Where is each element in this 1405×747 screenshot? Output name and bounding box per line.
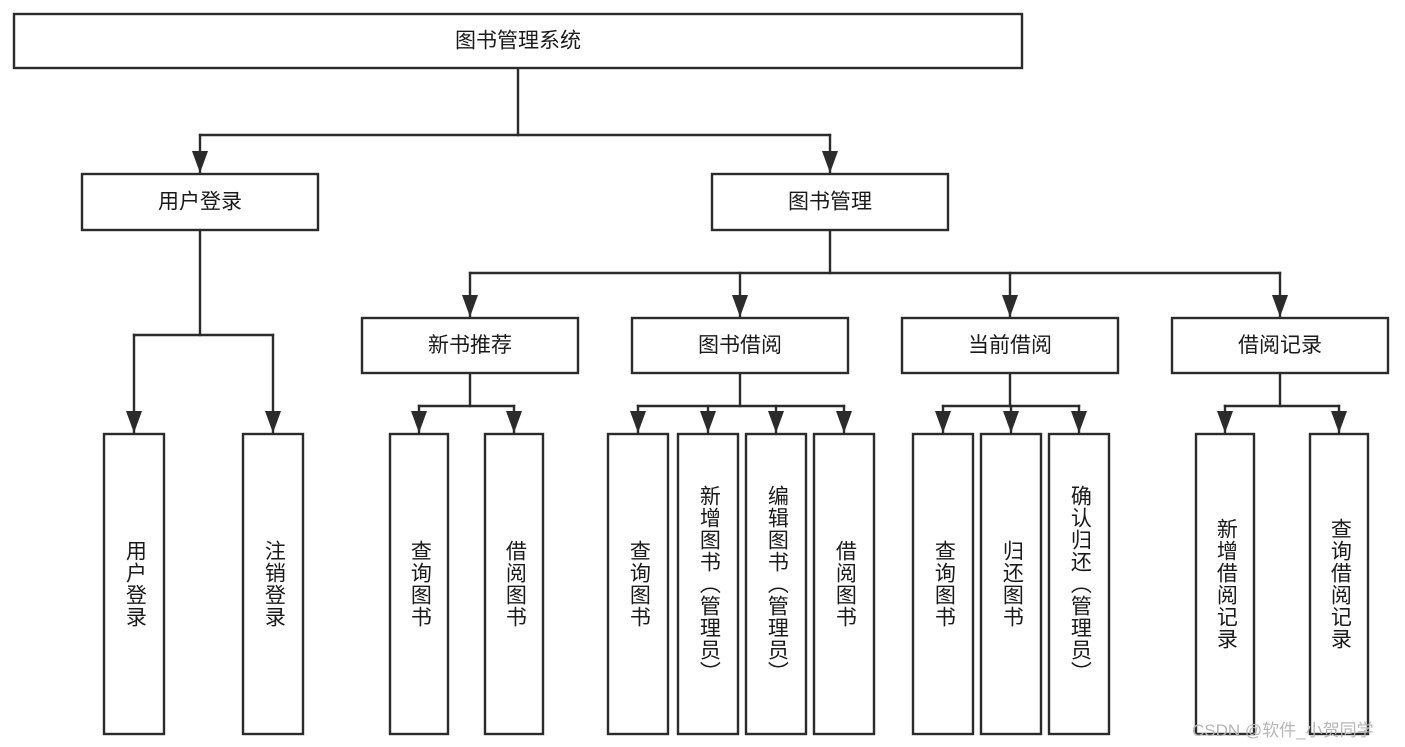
- node-label-new-book-recommend: 新书推荐: [428, 334, 512, 357]
- arrow-head-icon: [126, 411, 142, 433]
- node-box-undefined[interactable]: [12, 12, 1024, 70]
- arrow-head-icon: [630, 411, 646, 433]
- arrow-head-icon: [1071, 411, 1087, 433]
- node-label-borrow-record: 借阅记录: [1238, 334, 1322, 357]
- node-box-current-borrow[interactable]: [900, 316, 1120, 375]
- node-box-leaf-query-book-borrow[interactable]: [606, 432, 670, 736]
- node-box-borrow-record[interactable]: [1170, 316, 1390, 375]
- arrow-head-icon: [1272, 295, 1288, 317]
- arrow-head-icon: [700, 411, 716, 433]
- node-label-user-login: 用户登录: [158, 191, 242, 214]
- node-box-leaf-borrow-book[interactable]: [812, 432, 876, 736]
- arrow-head-icon: [836, 411, 852, 433]
- node-box-user-login[interactable]: [80, 172, 320, 232]
- arrow-head-icon: [265, 411, 281, 433]
- node-label-undefined: 图书管理系统: [455, 30, 581, 53]
- arrow-head-icon: [1003, 411, 1019, 433]
- node-box-leaf-confirm-return-admin[interactable]: [1047, 432, 1111, 736]
- node-box-leaf-query-book-current[interactable]: [911, 432, 975, 736]
- arrow-head-icon: [1002, 295, 1018, 317]
- node-box-leaf-return-book[interactable]: [979, 432, 1043, 736]
- node-box-book-borrow[interactable]: [630, 316, 850, 375]
- node-box-leaf-borrow-book-rec[interactable]: [483, 432, 545, 736]
- arrow-head-icon: [1331, 411, 1347, 433]
- watermark: CSDN @软件_小贺同学: [1192, 721, 1374, 740]
- node-box-new-book-recommend[interactable]: [360, 316, 580, 375]
- arrow-head-icon: [192, 151, 208, 173]
- node-box-book-management[interactable]: [710, 172, 950, 232]
- node-box-leaf-logout-login[interactable]: [241, 432, 305, 736]
- node-label-book-borrow: 图书借阅: [698, 334, 782, 357]
- node-label-book-management: 图书管理: [788, 191, 872, 214]
- arrow-head-icon: [822, 151, 838, 173]
- arrow-head-icon: [411, 411, 427, 433]
- node-box-leaf-query-borrow-record[interactable]: [1308, 432, 1370, 736]
- node-box-leaf-add-book-admin[interactable]: [676, 432, 740, 736]
- node-box-leaf-edit-book-admin[interactable]: [744, 432, 808, 736]
- arrow-head-icon: [768, 411, 784, 433]
- arrow-head-icon: [732, 295, 748, 317]
- arrow-head-icon: [935, 411, 951, 433]
- node-label-current-borrow: 当前借阅: [968, 334, 1052, 357]
- arrow-head-icon: [1217, 411, 1233, 433]
- arrow-head-icon: [462, 295, 478, 317]
- node-box-leaf-user-login[interactable]: [102, 432, 166, 736]
- node-box-leaf-query-book-rec[interactable]: [388, 432, 450, 736]
- connectors-layer: [126, 66, 1347, 434]
- arrow-head-icon: [506, 411, 522, 433]
- node-box-leaf-add-borrow-record[interactable]: [1194, 432, 1256, 736]
